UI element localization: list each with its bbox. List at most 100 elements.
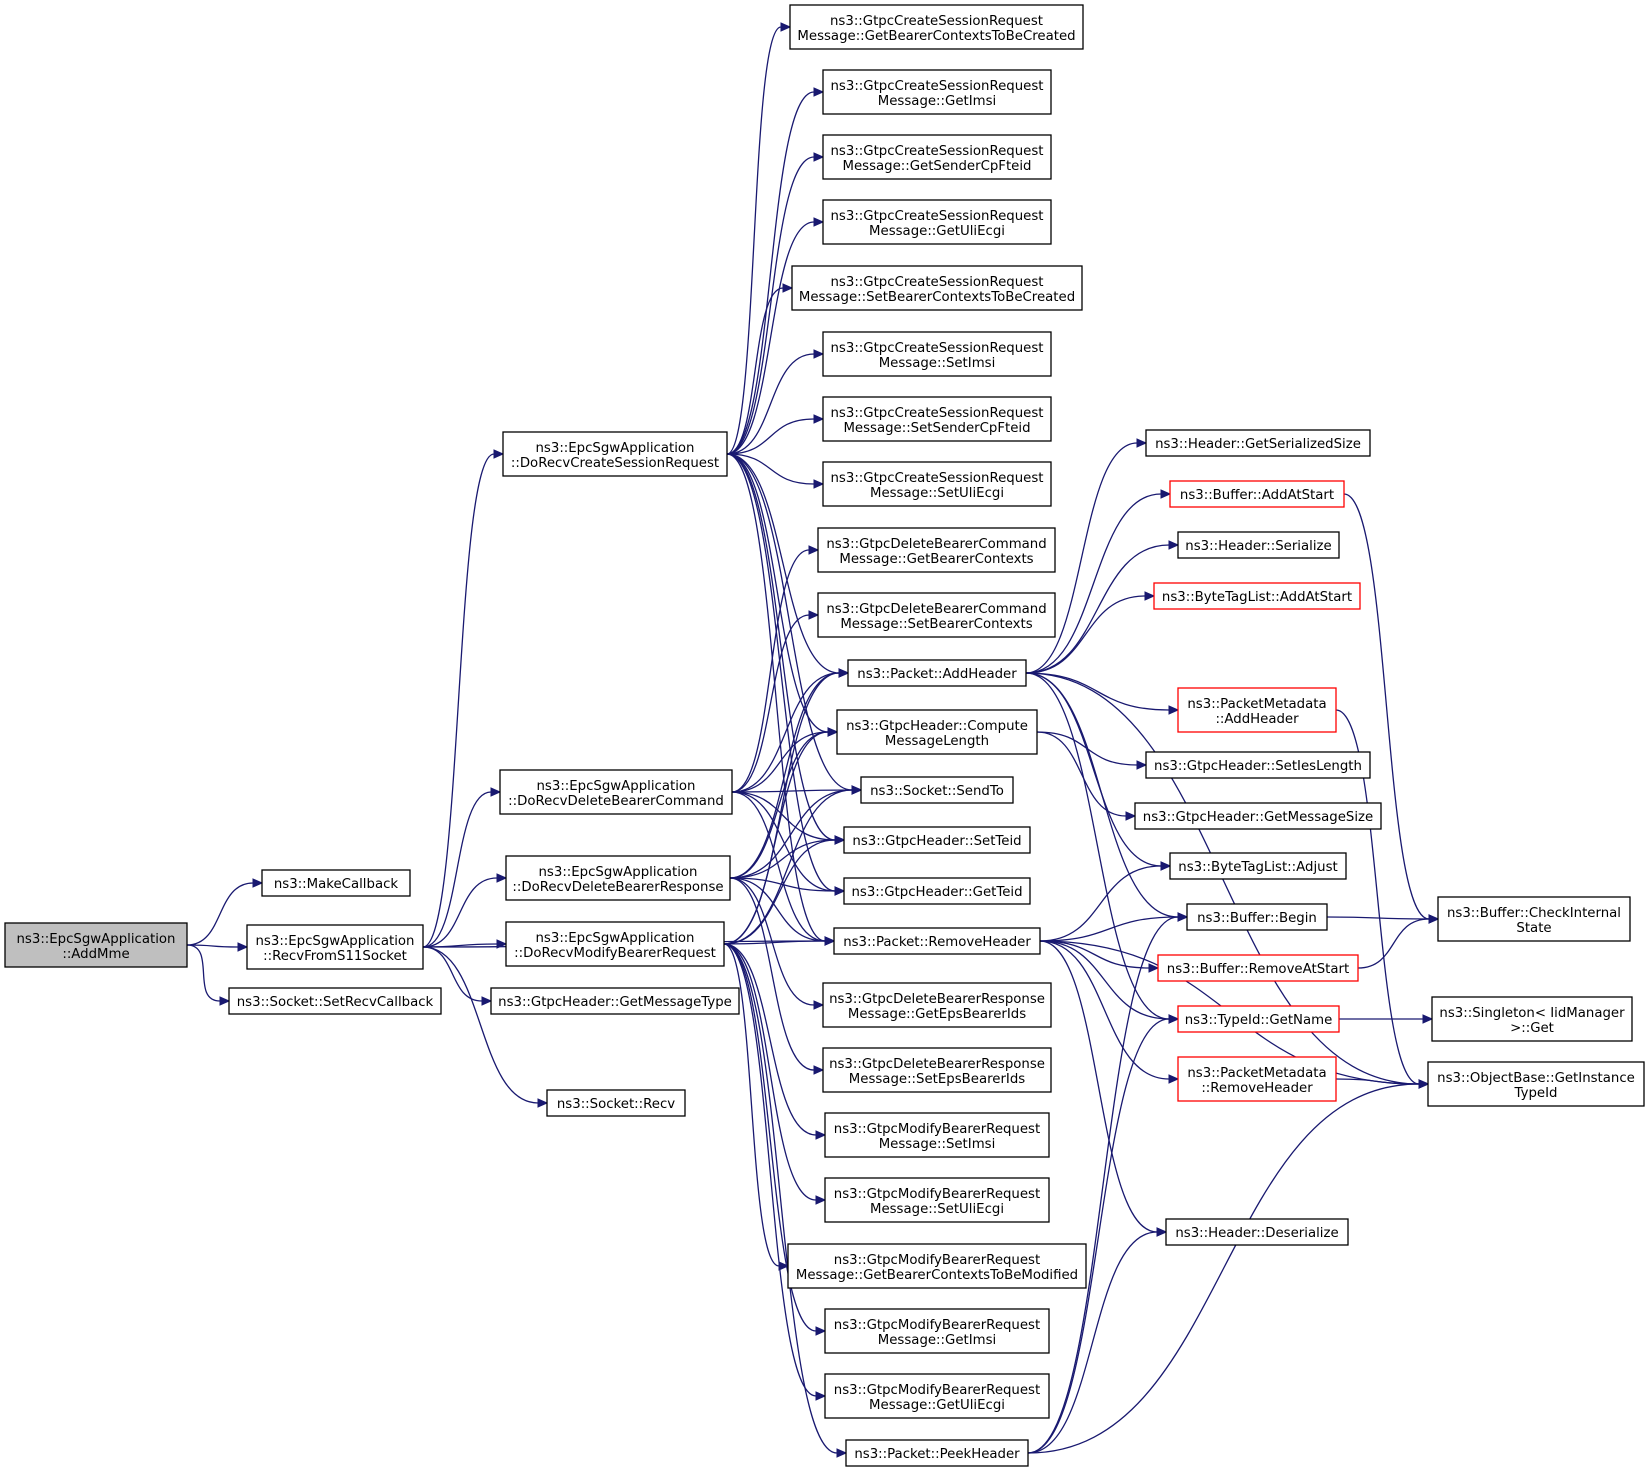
node-box-getmessagesize: [1134, 802, 1382, 830]
node-makecallback[interactable]: ns3::MakeCallback: [261, 869, 411, 897]
node-label-dbr_get-0: ns3::GtpcDeleteBearerResponse: [829, 992, 1045, 1007]
node-csr_setuli[interactable]: ns3::GtpcCreateSessionRequestMessage::Se…: [822, 461, 1052, 507]
node-mbr_setimsi[interactable]: ns3::GtpcModifyBearerRequestMessage::Set…: [824, 1112, 1050, 1158]
node-socketrecv[interactable]: ns3::Socket::Recv: [546, 1089, 686, 1117]
node-addmme[interactable]: ns3::EpcSgwApplication::AddMme: [4, 922, 188, 968]
edge-buf_addatstart-to-checkinternal: [1343, 493, 1430, 920]
edge-docreatesession-to-addheader: [726, 453, 840, 674]
node-docreatesession[interactable]: ns3::EpcSgwApplication::DoRecvCreateSess…: [502, 431, 728, 477]
node-sendto[interactable]: ns3::Socket::SendTo: [860, 776, 1014, 804]
node-csr_getsender[interactable]: ns3::GtpcCreateSessionRequestMessage::Ge…: [822, 134, 1052, 180]
arrowhead-addmme-to-setrecvcallback: [219, 996, 231, 1006]
node-box-computelen: [836, 709, 1038, 755]
node-buf_begin[interactable]: ns3::Buffer::Begin: [1186, 903, 1328, 931]
node-mbr_getuli[interactable]: ns3::GtpcModifyBearerRequestMessage::Get…: [824, 1373, 1050, 1419]
arrowhead-recvfroms11-to-getmessagetype: [481, 996, 493, 1006]
node-box-dbr_get: [822, 982, 1052, 1028]
node-label-getinstancetypeid-0: ns3::ObjectBase::GetInstance: [1437, 1071, 1635, 1086]
node-hdr_deserialize[interactable]: ns3::Header::Deserialize: [1165, 1218, 1349, 1246]
node-label-singleton_get-1: >::Get: [1510, 1021, 1554, 1036]
edge-removeheader-to-btl_adjust: [1039, 865, 1162, 942]
edge-dodeletebearerresp-to-getteid: [729, 877, 836, 892]
node-mbr_getimsi[interactable]: ns3::GtpcModifyBearerRequestMessage::Get…: [824, 1308, 1050, 1354]
node-box-addmme: [4, 922, 188, 968]
node-csr_setsender[interactable]: ns3::GtpcCreateSessionRequestMessage::Se…: [822, 396, 1052, 442]
node-setieslength[interactable]: ns3::GtpcHeader::SetIesLength: [1145, 751, 1371, 779]
node-dbr_get[interactable]: ns3::GtpcDeleteBearerResponseMessage::Ge…: [822, 982, 1052, 1028]
node-pm_addheader[interactable]: ns3::PacketMetadata::AddHeader: [1177, 687, 1337, 733]
node-csr_setimsi[interactable]: ns3::GtpcCreateSessionRequestMessage::Se…: [822, 331, 1052, 377]
arrowhead-pm_removeheader-to-getinstancetypeid: [1418, 1079, 1430, 1089]
node-getteid[interactable]: ns3::GtpcHeader::GetTeid: [843, 877, 1031, 905]
node-getserializedsize[interactable]: ns3::Header::GetSerializedSize: [1145, 429, 1371, 457]
node-getmessagetype[interactable]: ns3::GtpcHeader::GetMessageType: [490, 987, 740, 1015]
edge-domodifybearer-to-sendto: [723, 789, 853, 945]
node-dodeletebearerresp[interactable]: ns3::EpcSgwApplication::DoRecvDeleteBear…: [505, 855, 731, 901]
edge-removeheader-to-typeid_getname: [1039, 940, 1170, 1020]
arrowhead-domodifybearer-to-computelen: [827, 727, 839, 737]
node-csr_getbearer[interactable]: ns3::GtpcCreateSessionRequestMessage::Ge…: [789, 4, 1084, 50]
arrowhead-domodifybearer-to-mbr_setimsi: [815, 1130, 827, 1140]
node-dbc_set[interactable]: ns3::GtpcDeleteBearerCommandMessage::Set…: [817, 592, 1056, 638]
node-typeid_getname[interactable]: ns3::TypeId::GetName: [1177, 1005, 1340, 1033]
edge-dodeletebearerresp-to-removeheader: [729, 877, 826, 942]
node-label-mbr_getimsi-0: ns3::GtpcModifyBearerRequest: [834, 1318, 1040, 1333]
node-label-sendto-0: ns3::Socket::SendTo: [870, 784, 1004, 799]
node-pm_removeheader[interactable]: ns3::PacketMetadata::RemoveHeader: [1177, 1056, 1337, 1102]
edge-docreatesession-to-csr_getsender: [726, 156, 815, 455]
node-label-pm_addheader-0: ns3::PacketMetadata: [1187, 697, 1326, 712]
node-label-csr_getbearer-1: Message::GetBearerContextsToBeCreated: [797, 29, 1075, 44]
edge-recvfroms11-to-dodeletebearerresp: [422, 877, 498, 948]
node-btl_addatstart[interactable]: ns3::ByteTagList::AddAtStart: [1153, 582, 1361, 610]
arrowhead-addheader-to-hdr_serialize: [1168, 540, 1180, 550]
node-label-mbr_getbearer-1: Message::GetBearerContextsToBeModified: [796, 1268, 1078, 1283]
edge-peekheader-to-getinstancetypeid: [1027, 1083, 1420, 1454]
node-box-csr_getimsi: [822, 69, 1052, 115]
node-setrecvcallback[interactable]: ns3::Socket::SetRecvCallback: [228, 987, 442, 1015]
node-hdr_serialize[interactable]: ns3::Header::Serialize: [1177, 531, 1340, 559]
node-label-mbr_getuli-1: Message::GetUliEcgi: [869, 1398, 1005, 1413]
node-label-docreatesession-1: ::DoRecvCreateSessionRequest: [511, 456, 719, 471]
node-mbr_setuli[interactable]: ns3::GtpcModifyBearerRequestMessage::Set…: [824, 1177, 1050, 1223]
node-mbr_getbearer[interactable]: ns3::GtpcModifyBearerRequestMessage::Get…: [787, 1243, 1087, 1289]
node-addheader[interactable]: ns3::Packet::AddHeader: [847, 659, 1027, 687]
node-box-mbr_getimsi: [824, 1308, 1050, 1354]
node-buf_addatstart[interactable]: ns3::Buffer::AddAtStart: [1169, 480, 1345, 508]
node-buf_removeatstart[interactable]: ns3::Buffer::RemoveAtStart: [1157, 954, 1359, 982]
node-csr_getuli[interactable]: ns3::GtpcCreateSessionRequestMessage::Ge…: [822, 199, 1052, 245]
edge-docreatesession-to-csr_setbearer: [726, 287, 784, 455]
arrowhead-dodeletebearerresp-to-dbr_get: [813, 1000, 825, 1010]
edge-docreatesession-to-csr_setsender: [726, 418, 815, 455]
node-box-singleton_get: [1431, 996, 1633, 1042]
edge-addheader-to-buf_addatstart: [1025, 493, 1162, 674]
node-getmessagesize[interactable]: ns3::GtpcHeader::GetMessageSize: [1134, 802, 1382, 830]
edge-domodifybearer-to-mbr_getbearer: [723, 943, 780, 1267]
node-csr_setbearer[interactable]: ns3::GtpcCreateSessionRequestMessage::Se…: [791, 265, 1083, 311]
node-box-buf_removeatstart: [1157, 954, 1359, 982]
node-btl_adjust[interactable]: ns3::ByteTagList::Adjust: [1169, 852, 1347, 880]
node-dbr_set[interactable]: ns3::GtpcDeleteBearerResponseMessage::Se…: [822, 1047, 1052, 1093]
node-box-csr_setsender: [822, 396, 1052, 442]
node-recvfroms11[interactable]: ns3::EpcSgwApplication::RecvFromS11Socke…: [246, 924, 424, 970]
edge-peekheader-to-typeid_getname: [1027, 1018, 1170, 1454]
node-box-pm_addheader: [1177, 687, 1337, 733]
node-dodeletebearercmd[interactable]: ns3::EpcSgwApplication::DoRecvDeleteBear…: [499, 769, 733, 815]
node-label-dodeletebearerresp-0: ns3::EpcSgwApplication: [539, 865, 698, 880]
node-dbc_get[interactable]: ns3::GtpcDeleteBearerCommandMessage::Get…: [817, 527, 1056, 573]
node-peekheader[interactable]: ns3::Packet::PeekHeader: [845, 1439, 1029, 1467]
node-removeheader[interactable]: ns3::Packet::RemoveHeader: [833, 927, 1041, 955]
node-label-hdr_deserialize-0: ns3::Header::Deserialize: [1175, 1226, 1338, 1241]
node-csr_getimsi[interactable]: ns3::GtpcCreateSessionRequestMessage::Ge…: [822, 69, 1052, 115]
node-box-typeid_getname: [1177, 1005, 1340, 1033]
node-label-mbr_setuli-1: Message::SetUliEcgi: [870, 1202, 1004, 1217]
node-setteid[interactable]: ns3::GtpcHeader::SetTeid: [843, 826, 1031, 854]
arrowhead-recvfroms11-to-dodeletebearercmd: [490, 787, 502, 797]
node-label-dodeletebearerresp-1: ::DoRecvDeleteBearerResponse: [512, 880, 723, 895]
node-singleton_get[interactable]: ns3::Singleton< IidManager >::Get: [1431, 996, 1633, 1042]
node-domodifybearer[interactable]: ns3::EpcSgwApplication::DoRecvModifyBear…: [505, 921, 725, 967]
edge-buf_removeatstart-to-checkinternal: [1357, 918, 1430, 969]
node-label-checkinternal-1: State: [1516, 921, 1551, 936]
